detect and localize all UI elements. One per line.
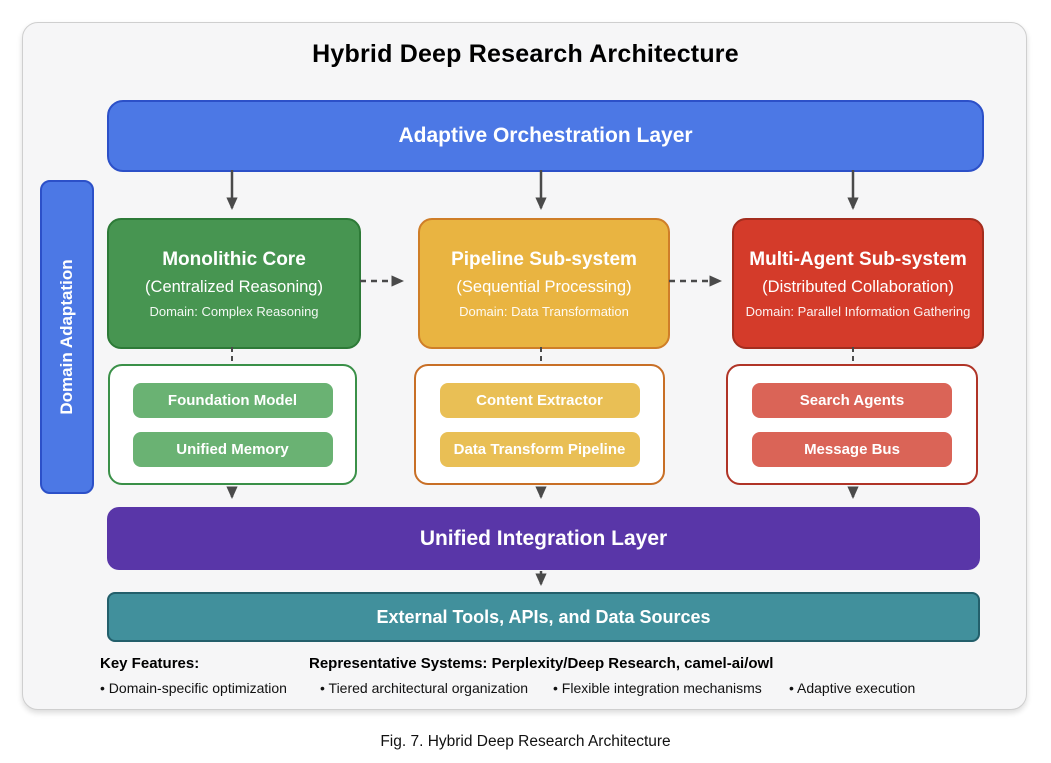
monolithic-core-box: Monolithic Core (Centralized Reasoning) …: [107, 218, 361, 349]
component-foundation-model: Foundation Model: [132, 383, 333, 418]
bullet-domain-specific: • Domain-specific optimization: [100, 680, 287, 696]
orchestration-layer-box: Adaptive Orchestration Layer: [107, 100, 984, 172]
representative-systems-label: Representative Systems: Perplexity/Deep …: [309, 655, 774, 672]
monolithic-core-domain: Domain: Complex Reasoning: [149, 303, 319, 319]
component-unified-memory: Unified Memory: [132, 432, 333, 467]
multi-agent-components-container: Search Agents Message Bus: [726, 364, 978, 485]
pipeline-subsystem-title: Pipeline Sub-system: [451, 248, 637, 270]
bullet-tiered-organization: • Tiered architectural organization: [320, 680, 529, 696]
component-data-transform-pipeline: Data Transform Pipeline: [439, 432, 640, 467]
key-features-label: Key Features:: [100, 655, 200, 672]
component-content-extractor: Content Extractor: [439, 383, 640, 418]
component-message-bus: Message Bus: [752, 432, 952, 467]
pipeline-subsystem-subtitle: (Sequential Processing): [456, 277, 632, 296]
component-search-agents: Search Agents: [752, 383, 952, 418]
pipeline-subsystem-box: Pipeline Sub-system (Sequential Processi…: [418, 218, 670, 349]
multi-agent-subsystem-subtitle: (Distributed Collaboration): [762, 277, 954, 296]
domain-adaptation-label: Domain Adaptation: [57, 259, 76, 415]
integration-layer-label: Unified Integration Layer: [419, 526, 668, 550]
pipeline-subsystem-domain: Domain: Data Transformation: [459, 303, 629, 319]
figure-caption: Fig. 7. Hybrid Deep Research Architectur…: [380, 733, 671, 750]
monolithic-core-title: Monolithic Core: [162, 248, 306, 270]
integration-layer-box: Unified Integration Layer: [107, 507, 980, 570]
external-layer-label: External Tools, APIs, and Data Sources: [376, 606, 711, 627]
multi-agent-subsystem-domain: Domain: Parallel Information Gathering: [745, 303, 971, 319]
diagram-title: Hybrid Deep Research Architecture: [312, 40, 739, 68]
bullet-adaptive-execution: • Adaptive execution: [789, 680, 916, 696]
pipeline-components-container: Content Extractor Data Transform Pipelin…: [414, 364, 665, 485]
monolithic-core-subtitle: (Centralized Reasoning): [145, 277, 323, 296]
multi-agent-subsystem-box: Multi-Agent Sub-system (Distributed Coll…: [732, 218, 984, 349]
monolithic-components-container: Foundation Model Unified Memory: [108, 364, 357, 485]
multi-agent-subsystem-title: Multi-Agent Sub-system: [749, 248, 967, 270]
domain-adaptation-box: Domain Adaptation: [40, 180, 94, 494]
bullet-flexible-integration: • Flexible integration mechanisms: [553, 680, 762, 696]
external-layer-box: External Tools, APIs, and Data Sources: [107, 592, 980, 642]
orchestration-layer-label: Adaptive Orchestration Layer: [398, 124, 693, 147]
